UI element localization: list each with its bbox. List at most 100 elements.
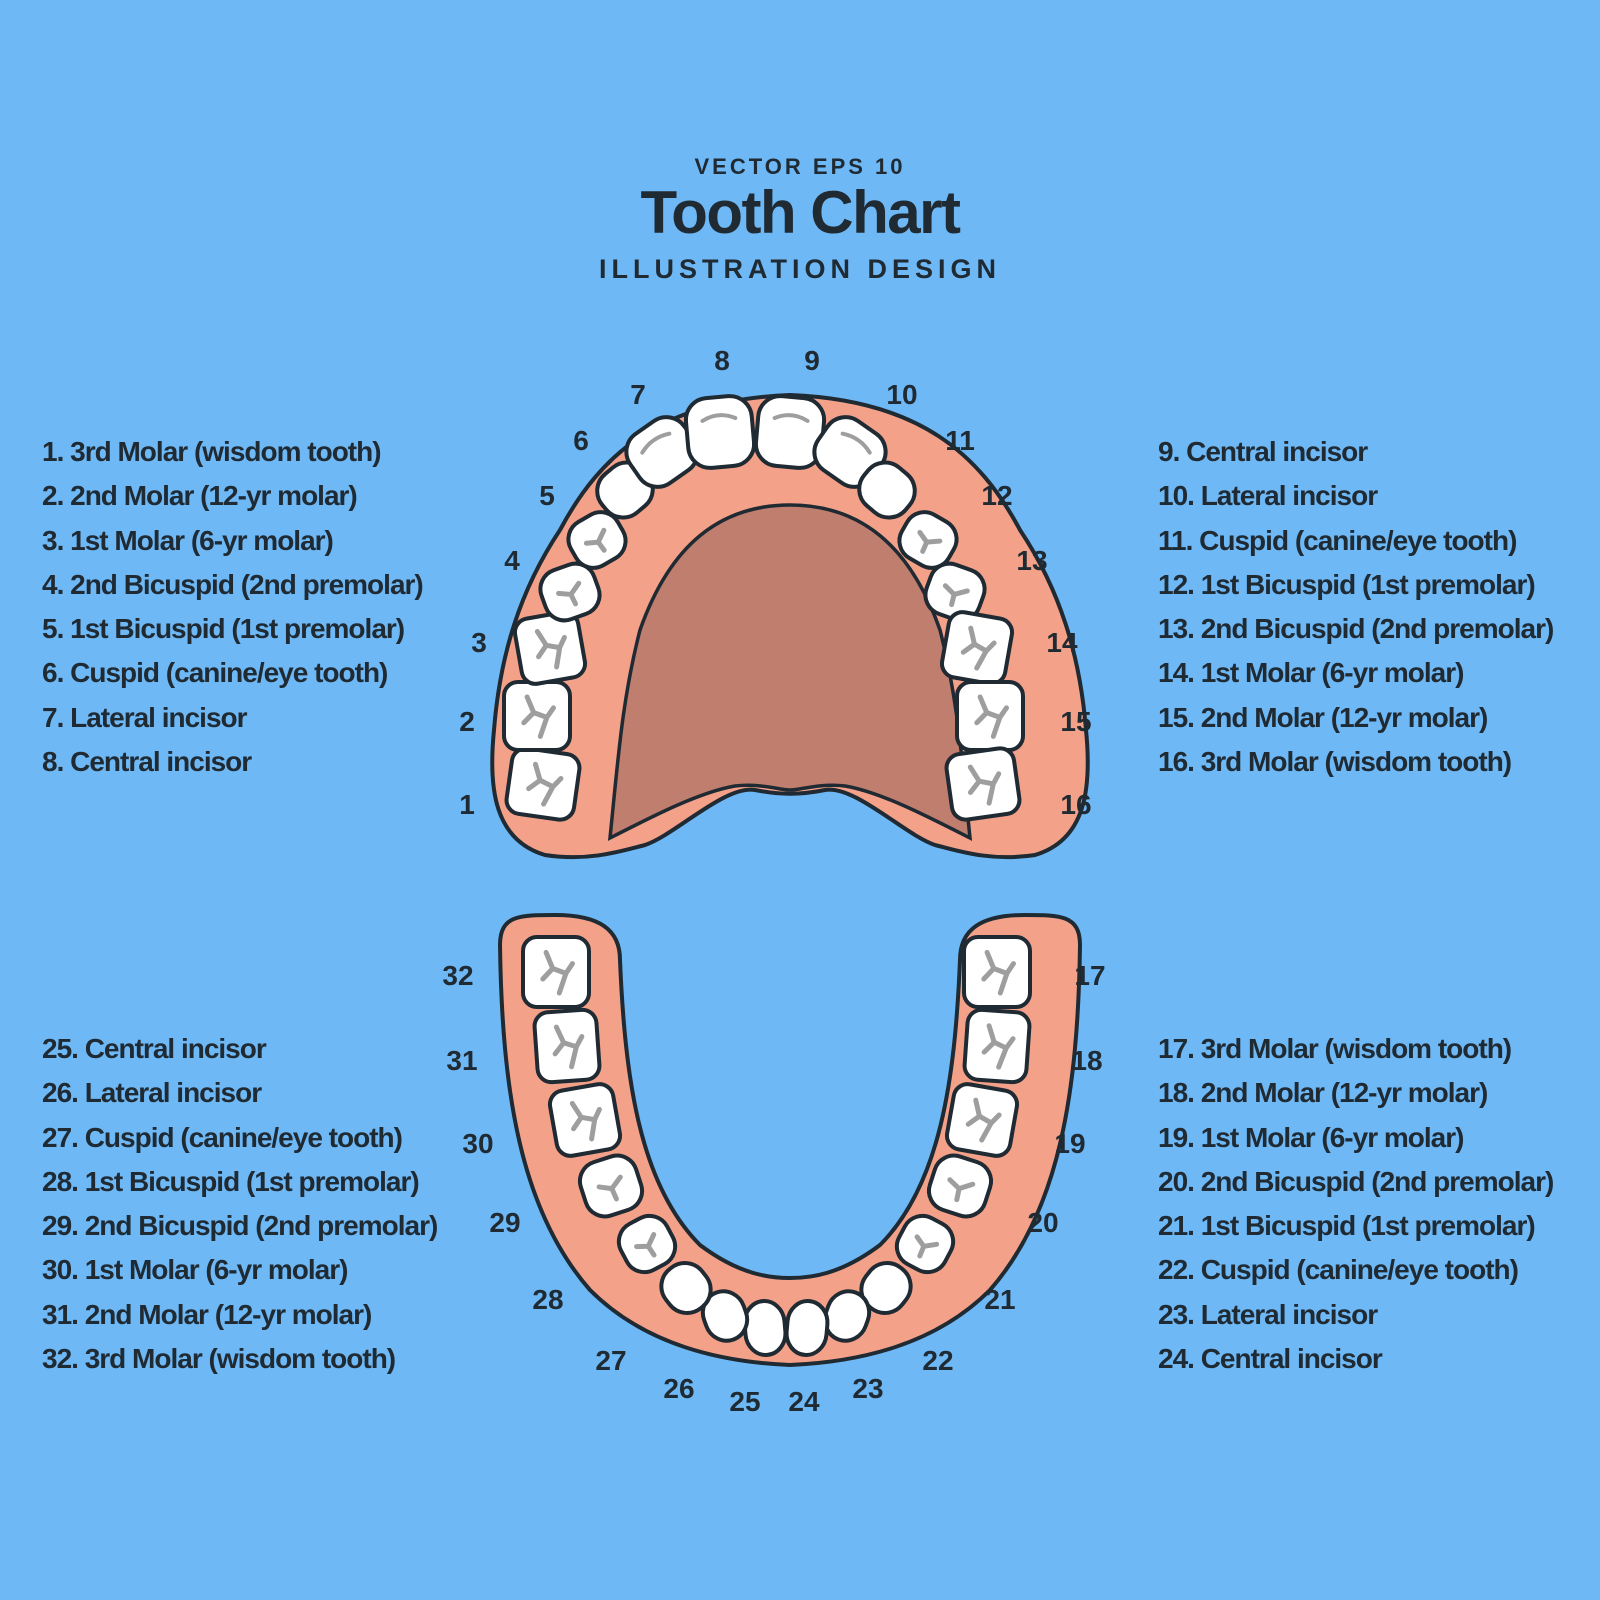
tooth-lower-7 <box>822 1289 872 1343</box>
tooth-number: 15 <box>1060 706 1091 737</box>
tooth-fissure <box>917 529 943 554</box>
legend-item: 25. Central incisor <box>42 1033 267 1064</box>
tooth-fissure <box>965 1097 1002 1143</box>
tooth-number: 3 <box>471 627 487 658</box>
legend-item: 3. 1st Molar (6-yr molar) <box>42 524 334 556</box>
tooth-fissure <box>556 580 582 607</box>
legend-item: 18. 2nd Molar (12-yr molar) <box>1158 1077 1488 1109</box>
legend-item: 15. 2nd Molar (12-yr molar) <box>1158 701 1488 733</box>
tooth-fissure <box>526 761 564 807</box>
tooth-shading <box>772 413 810 423</box>
legend-item: 27. Cuspid (canine/eye tooth) <box>42 1121 403 1153</box>
tooth-upper-16 <box>944 746 1022 822</box>
tooth-upper-2 <box>502 680 572 752</box>
legend-item: 4. 2nd Bicuspid (2nd premolar) <box>42 568 424 600</box>
tooth-number: 5 <box>539 480 555 511</box>
tooth-number: 13 <box>1016 545 1047 576</box>
tooth-number: 29 <box>489 1207 520 1238</box>
tooth-number: 7 <box>630 379 646 410</box>
tooth-number: 30 <box>462 1128 493 1159</box>
tooth-lower-4 <box>926 1153 994 1219</box>
tooth-number: 32 <box>442 960 473 991</box>
legend-item: 11. Cuspid (canine/eye tooth) <box>1158 524 1517 556</box>
tooth-number: 28 <box>532 1284 563 1315</box>
legend-item: 29. 2nd Bicuspid (2nd premolar) <box>42 1210 438 1242</box>
tooth-upper-12 <box>897 510 959 570</box>
tooth-fissure <box>583 527 607 553</box>
tooth-crown <box>857 460 917 520</box>
tooth-number: 18 <box>1071 1045 1102 1076</box>
tooth-crown <box>784 1299 830 1357</box>
tooth-upper-1 <box>504 746 582 822</box>
legend-item: 10. Lateral incisor <box>1158 480 1378 512</box>
tooth-lower-3 <box>944 1082 1020 1158</box>
lower-arch <box>497 912 1083 1368</box>
upper-arch <box>490 392 1090 860</box>
tooth-lower-2 <box>962 1007 1032 1085</box>
legend-item: 19. 1st Molar (6-yr molar) <box>1158 1121 1464 1153</box>
chart-subtitle: ILLUSTRATION DESIGN <box>599 254 1001 284</box>
tooth-crown <box>742 1299 788 1357</box>
tooth-number: 26 <box>663 1373 694 1404</box>
legend-item: 8. Central incisor <box>42 746 252 778</box>
tooth-lower-1 <box>962 935 1032 1009</box>
legend-item: 13. 2nd Bicuspid (2nd premolar) <box>1158 613 1554 645</box>
tooth-number: 4 <box>504 545 520 576</box>
tooth-crown <box>700 1289 750 1343</box>
tooth-fissure <box>947 1177 976 1203</box>
tooth-lower-16 <box>521 935 591 1009</box>
legend-item: 14. 1st Molar (6-yr molar) <box>1158 657 1464 689</box>
tooth-lower-15 <box>532 1007 602 1085</box>
tooth-upper-3 <box>512 610 588 686</box>
tooth-shading <box>700 413 738 423</box>
tooth-number: 17 <box>1074 960 1105 991</box>
tooth-crown <box>822 1289 872 1343</box>
tooth-number: 6 <box>573 425 589 456</box>
tooth-number: 16 <box>1060 789 1091 820</box>
legend-upper-left: 1. 3rd Molar (wisdom tooth) 2. 2nd Molar… <box>42 430 424 784</box>
legend-item: 20. 2nd Bicuspid (2nd premolar) <box>1158 1165 1554 1197</box>
tooth-number: 1 <box>459 789 475 820</box>
tooth-number: 22 <box>922 1345 953 1376</box>
tooth-upper-4 <box>538 561 602 623</box>
tooth-lower-11 <box>659 1261 713 1315</box>
tooth-fissure <box>552 1024 585 1070</box>
legend-item: 24. Central incisor <box>1158 1343 1383 1375</box>
tooth-lower-8 <box>784 1299 830 1357</box>
tooth-number: 24 <box>788 1386 820 1417</box>
legend-item: 28. 1st Bicuspid (1st premolar) <box>42 1165 420 1197</box>
legend-upper-right: 9. Central incisor 10. Lateral incisor 1… <box>1158 430 1554 784</box>
tooth-number: 12 <box>981 480 1012 511</box>
tooth-lower-5 <box>894 1213 956 1275</box>
legend-item: 22. Cuspid (canine/eye tooth) <box>1158 1254 1519 1286</box>
tooth-crown <box>683 394 757 470</box>
tooth-fissure <box>521 694 556 739</box>
legend-item: 17. 3rd Molar (wisdom tooth) <box>1158 1033 1512 1064</box>
tooth-lower-13 <box>577 1153 645 1219</box>
tooth-number: 19 <box>1054 1128 1085 1159</box>
lower-teeth <box>521 935 1032 1357</box>
tooth-fissure <box>634 1232 657 1258</box>
legend-item: 26. Lateral incisor <box>42 1077 262 1109</box>
legend-item: 32. 3rd Molar (wisdom tooth) <box>42 1343 396 1375</box>
tooth-upper-14 <box>939 610 1015 686</box>
tooth-lower-12 <box>616 1213 678 1275</box>
upper-teeth <box>502 394 1025 822</box>
tooth-number: 23 <box>852 1373 883 1404</box>
legend-item: 16. 3rd Molar (wisdom tooth) <box>1158 746 1512 778</box>
legend-item: 12. 1st Bicuspid (1st premolar) <box>1158 568 1536 600</box>
tooth-upper-13 <box>923 561 987 623</box>
chart-kicker: VECTOR EPS 10 <box>694 154 906 179</box>
legend-item: 31. 2nd Molar (12-yr molar) <box>42 1298 372 1330</box>
tooth-number: 11 <box>945 425 975 456</box>
legend-item: 5. 1st Bicuspid (1st premolar) <box>42 613 405 645</box>
tooth-fissure <box>596 1174 623 1202</box>
legend-item: 9. Central incisor <box>1158 436 1368 467</box>
tooth-shading <box>640 431 672 455</box>
legend-item: 21. 1st Bicuspid (1st premolar) <box>1158 1210 1536 1242</box>
tooth-upper-11 <box>857 460 917 520</box>
legend-item: 30. 1st Molar (6-yr molar) <box>42 1254 348 1286</box>
legend-lower-left: 25. Central incisor 26. Lateral incisor … <box>42 1027 438 1381</box>
tooth-fissure <box>981 949 1016 996</box>
